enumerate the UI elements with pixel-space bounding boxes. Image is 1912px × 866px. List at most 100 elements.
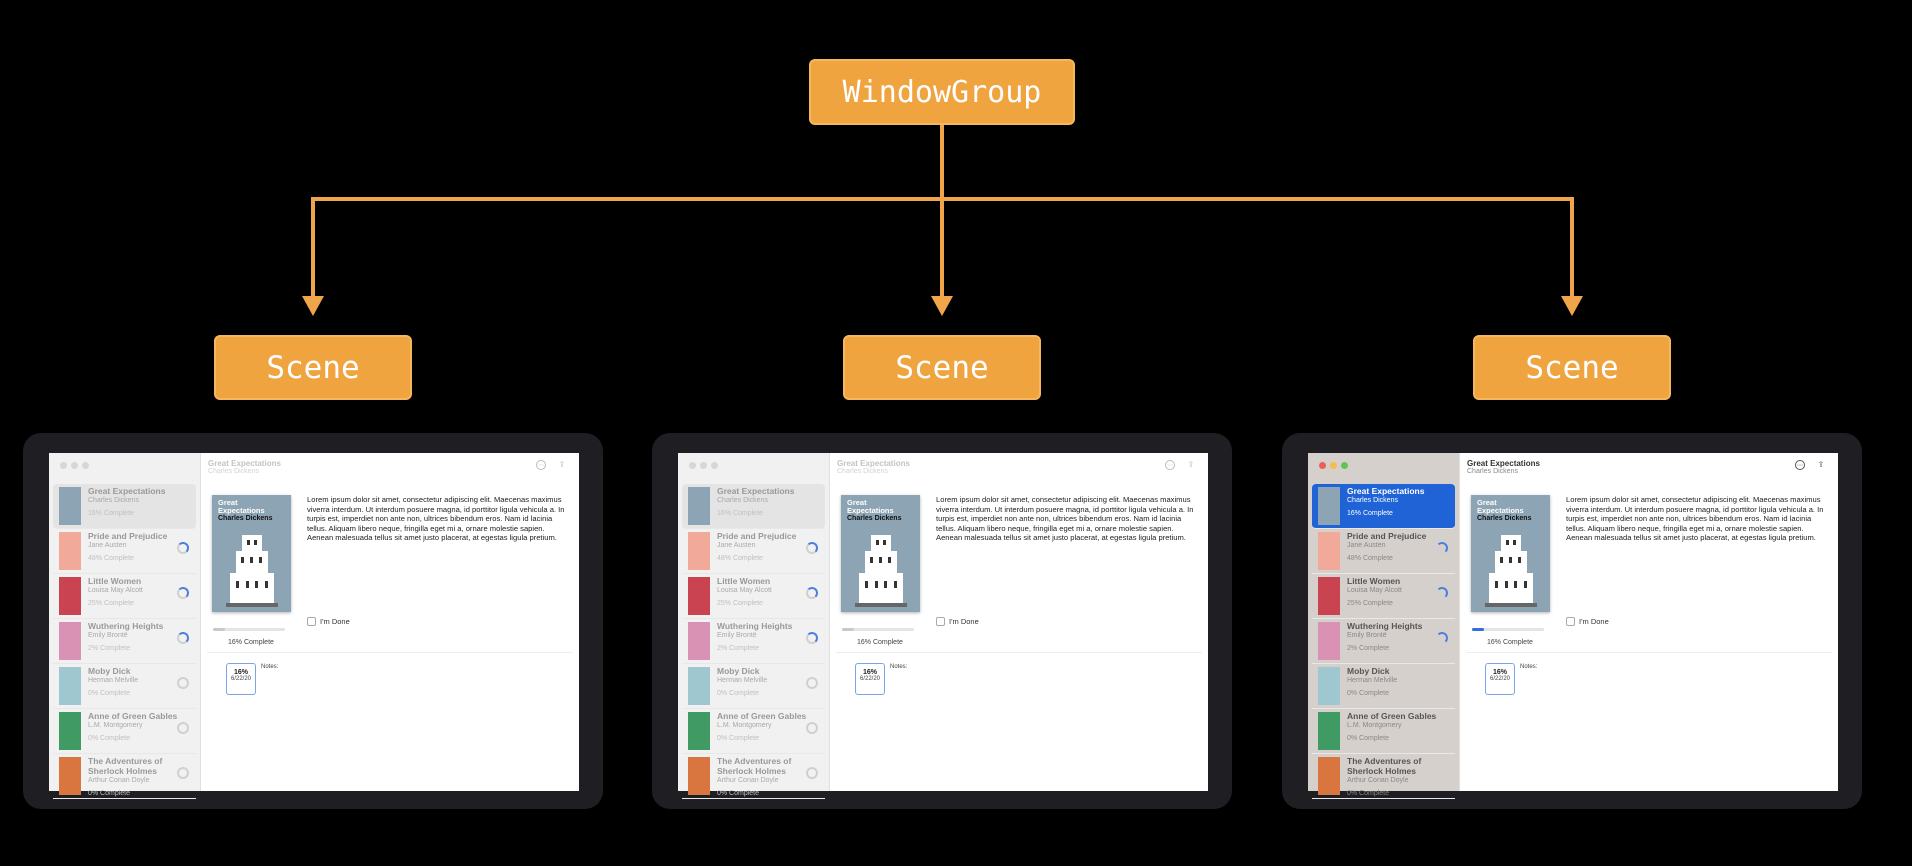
im-done-checkbox[interactable]: I'm Done: [936, 617, 979, 626]
reading-progress-fill: [213, 628, 225, 631]
book-author: Emily Brontë: [717, 632, 757, 639]
book-progress: 48% Complete: [1347, 555, 1393, 562]
book-title: Pride and Prejudice: [717, 531, 797, 541]
share-icon[interactable]: ⇪: [1817, 460, 1825, 469]
im-done-label: I'm Done: [1579, 617, 1609, 626]
book-title: Anne of Green Gables: [717, 711, 807, 721]
reading-progress-bar: [213, 628, 285, 631]
progress-entry-card[interactable]: 16% 6/22/20: [855, 663, 885, 695]
book-progress: 25% Complete: [1347, 600, 1393, 607]
castle-illustration-icon: [226, 535, 278, 607]
share-icon[interactable]: ⇪: [558, 460, 566, 469]
progress-menu-icon[interactable]: ⋯: [536, 460, 546, 470]
progress-ring-icon: [177, 677, 189, 689]
share-icon[interactable]: ⇪: [1187, 460, 1195, 469]
notes-label: Notes:: [261, 664, 279, 670]
book-cover-thumbnail: [688, 757, 710, 795]
im-done-label: I'm Done: [320, 617, 350, 626]
im-done-checkbox[interactable]: I'm Done: [307, 617, 350, 626]
close-window-button[interactable]: [1319, 462, 1326, 469]
checkbox-icon[interactable]: [936, 617, 945, 626]
book-list-item[interactable]: Anne of Green Gables L.M. Montgomery 0% …: [1312, 709, 1455, 754]
book-detail: Great Expectations Charles Dickens ⋯ ⇪ G…: [1460, 453, 1838, 791]
minimize-window-button[interactable]: [71, 462, 78, 469]
book-title: Little Women: [88, 576, 142, 586]
app-window: Great Expectations Charles Dickens 16% C…: [678, 453, 1208, 799]
cover-title: Great Expectations: [218, 498, 265, 515]
book-list: Great Expectations Charles Dickens 16% C…: [682, 484, 825, 799]
book-author: Emily Brontë: [1347, 632, 1387, 639]
book-cover-thumbnail: [1318, 667, 1340, 705]
book-author: Louisa May Alcott: [88, 587, 143, 594]
book-list-item[interactable]: Wuthering Heights Emily Brontë 2% Comple…: [53, 619, 196, 664]
divider: [207, 652, 573, 653]
entry-date: 6/22/20: [859, 676, 881, 682]
complete-label: 16% Complete: [857, 639, 903, 646]
book-list-item[interactable]: Little Women Louisa May Alcott 25% Compl…: [682, 574, 825, 619]
detail-title: Great Expectations: [1467, 459, 1540, 468]
book-title: The Adventures of Sherlock Holmes: [1347, 756, 1422, 776]
book-list-item[interactable]: Moby Dick Herman Melville 0% Complete: [1312, 664, 1455, 709]
book-cover-thumbnail: [1318, 622, 1340, 660]
minimize-window-button[interactable]: [700, 462, 707, 469]
book-list-item[interactable]: Wuthering Heights Emily Brontë 2% Comple…: [682, 619, 825, 664]
zoom-window-button[interactable]: [711, 462, 718, 469]
close-window-button[interactable]: [689, 462, 696, 469]
book-progress: 0% Complete: [717, 790, 760, 797]
book-list-item[interactable]: Pride and Prejudice Jane Austen 48% Comp…: [682, 529, 825, 574]
book-cover-thumbnail: [1318, 577, 1340, 615]
sidebar: Great Expectations Charles Dickens 16% C…: [1308, 453, 1460, 799]
book-list-item[interactable]: Anne of Green Gables L.M. Montgomery 0% …: [53, 709, 196, 754]
book-list-item[interactable]: Little Women Louisa May Alcott 25% Compl…: [53, 574, 196, 619]
progress-ring-icon: [1436, 722, 1448, 734]
progress-entry-card[interactable]: 16% 6/22/20: [1485, 663, 1515, 695]
arrowhead-scene-3: [1561, 296, 1583, 316]
book-cover-thumbnail: [59, 577, 81, 615]
book-title: Wuthering Heights: [88, 621, 164, 631]
notes-label: Notes:: [1520, 664, 1538, 670]
book-list-item[interactable]: Wuthering Heights Emily Brontë 2% Comple…: [1312, 619, 1455, 664]
book-author: Herman Melville: [1347, 677, 1398, 684]
scene-node-1: Scene: [214, 335, 412, 400]
book-list-item[interactable]: Anne of Green Gables L.M. Montgomery 0% …: [682, 709, 825, 754]
checkbox-icon[interactable]: [307, 617, 316, 626]
book-author: Louisa May Alcott: [717, 587, 772, 594]
divider: [1466, 652, 1832, 653]
book-detail: Great Expectations Charles Dickens ⋯ ⇪ G…: [830, 453, 1208, 791]
book-list-item[interactable]: Pride and Prejudice Jane Austen 48% Comp…: [1312, 529, 1455, 574]
progress-entry-card[interactable]: 16% 6/22/20: [226, 663, 256, 695]
im-done-checkbox[interactable]: I'm Done: [1566, 617, 1609, 626]
book-list-item[interactable]: Great Expectations Charles Dickens 16% C…: [53, 484, 196, 529]
book-list-item[interactable]: Moby Dick Herman Melville 0% Complete: [53, 664, 196, 709]
zoom-window-button[interactable]: [1341, 462, 1348, 469]
progress-menu-icon[interactable]: ⋯: [1795, 460, 1805, 470]
book-list-item[interactable]: Great Expectations Charles Dickens 16% C…: [682, 484, 825, 529]
ipad-device-2: Great Expectations Charles Dickens 16% C…: [652, 433, 1232, 809]
book-author: Herman Melville: [88, 677, 139, 684]
book-list-item[interactable]: The Adventures of Sherlock Holmes Arthur…: [53, 754, 196, 799]
cover-author: Charles Dickens: [1477, 515, 1532, 522]
window-controls: [678, 453, 829, 476]
book-list-item[interactable]: Pride and Prejudice Jane Austen 48% Comp…: [53, 529, 196, 574]
book-progress: 0% Complete: [717, 735, 760, 742]
book-list-item[interactable]: Little Women Louisa May Alcott 25% Compl…: [1312, 574, 1455, 619]
close-window-button[interactable]: [60, 462, 67, 469]
progress-ring-icon: [806, 632, 818, 644]
book-author: Charles Dickens: [717, 497, 768, 504]
progress-ring-icon: [1436, 767, 1448, 779]
zoom-window-button[interactable]: [82, 462, 89, 469]
book-list-item[interactable]: Great Expectations Charles Dickens 16% C…: [1312, 484, 1455, 529]
book-author: L.M. Montgomery: [1347, 722, 1402, 729]
book-list-item[interactable]: The Adventures of Sherlock Holmes Arthur…: [682, 754, 825, 799]
book-list-item[interactable]: Moby Dick Herman Melville 0% Complete: [682, 664, 825, 709]
window-controls: [49, 453, 200, 476]
progress-ring-icon: [806, 677, 818, 689]
im-done-label: I'm Done: [949, 617, 979, 626]
progress-menu-icon[interactable]: ⋯: [1165, 460, 1175, 470]
checkbox-icon[interactable]: [1566, 617, 1575, 626]
book-description: Lorem ipsum dolor sit amet, consectetur …: [307, 495, 565, 542]
book-list-item[interactable]: The Adventures of Sherlock Holmes Arthur…: [1312, 754, 1455, 799]
minimize-window-button[interactable]: [1330, 462, 1337, 469]
scene-node-3: Scene: [1473, 335, 1671, 400]
